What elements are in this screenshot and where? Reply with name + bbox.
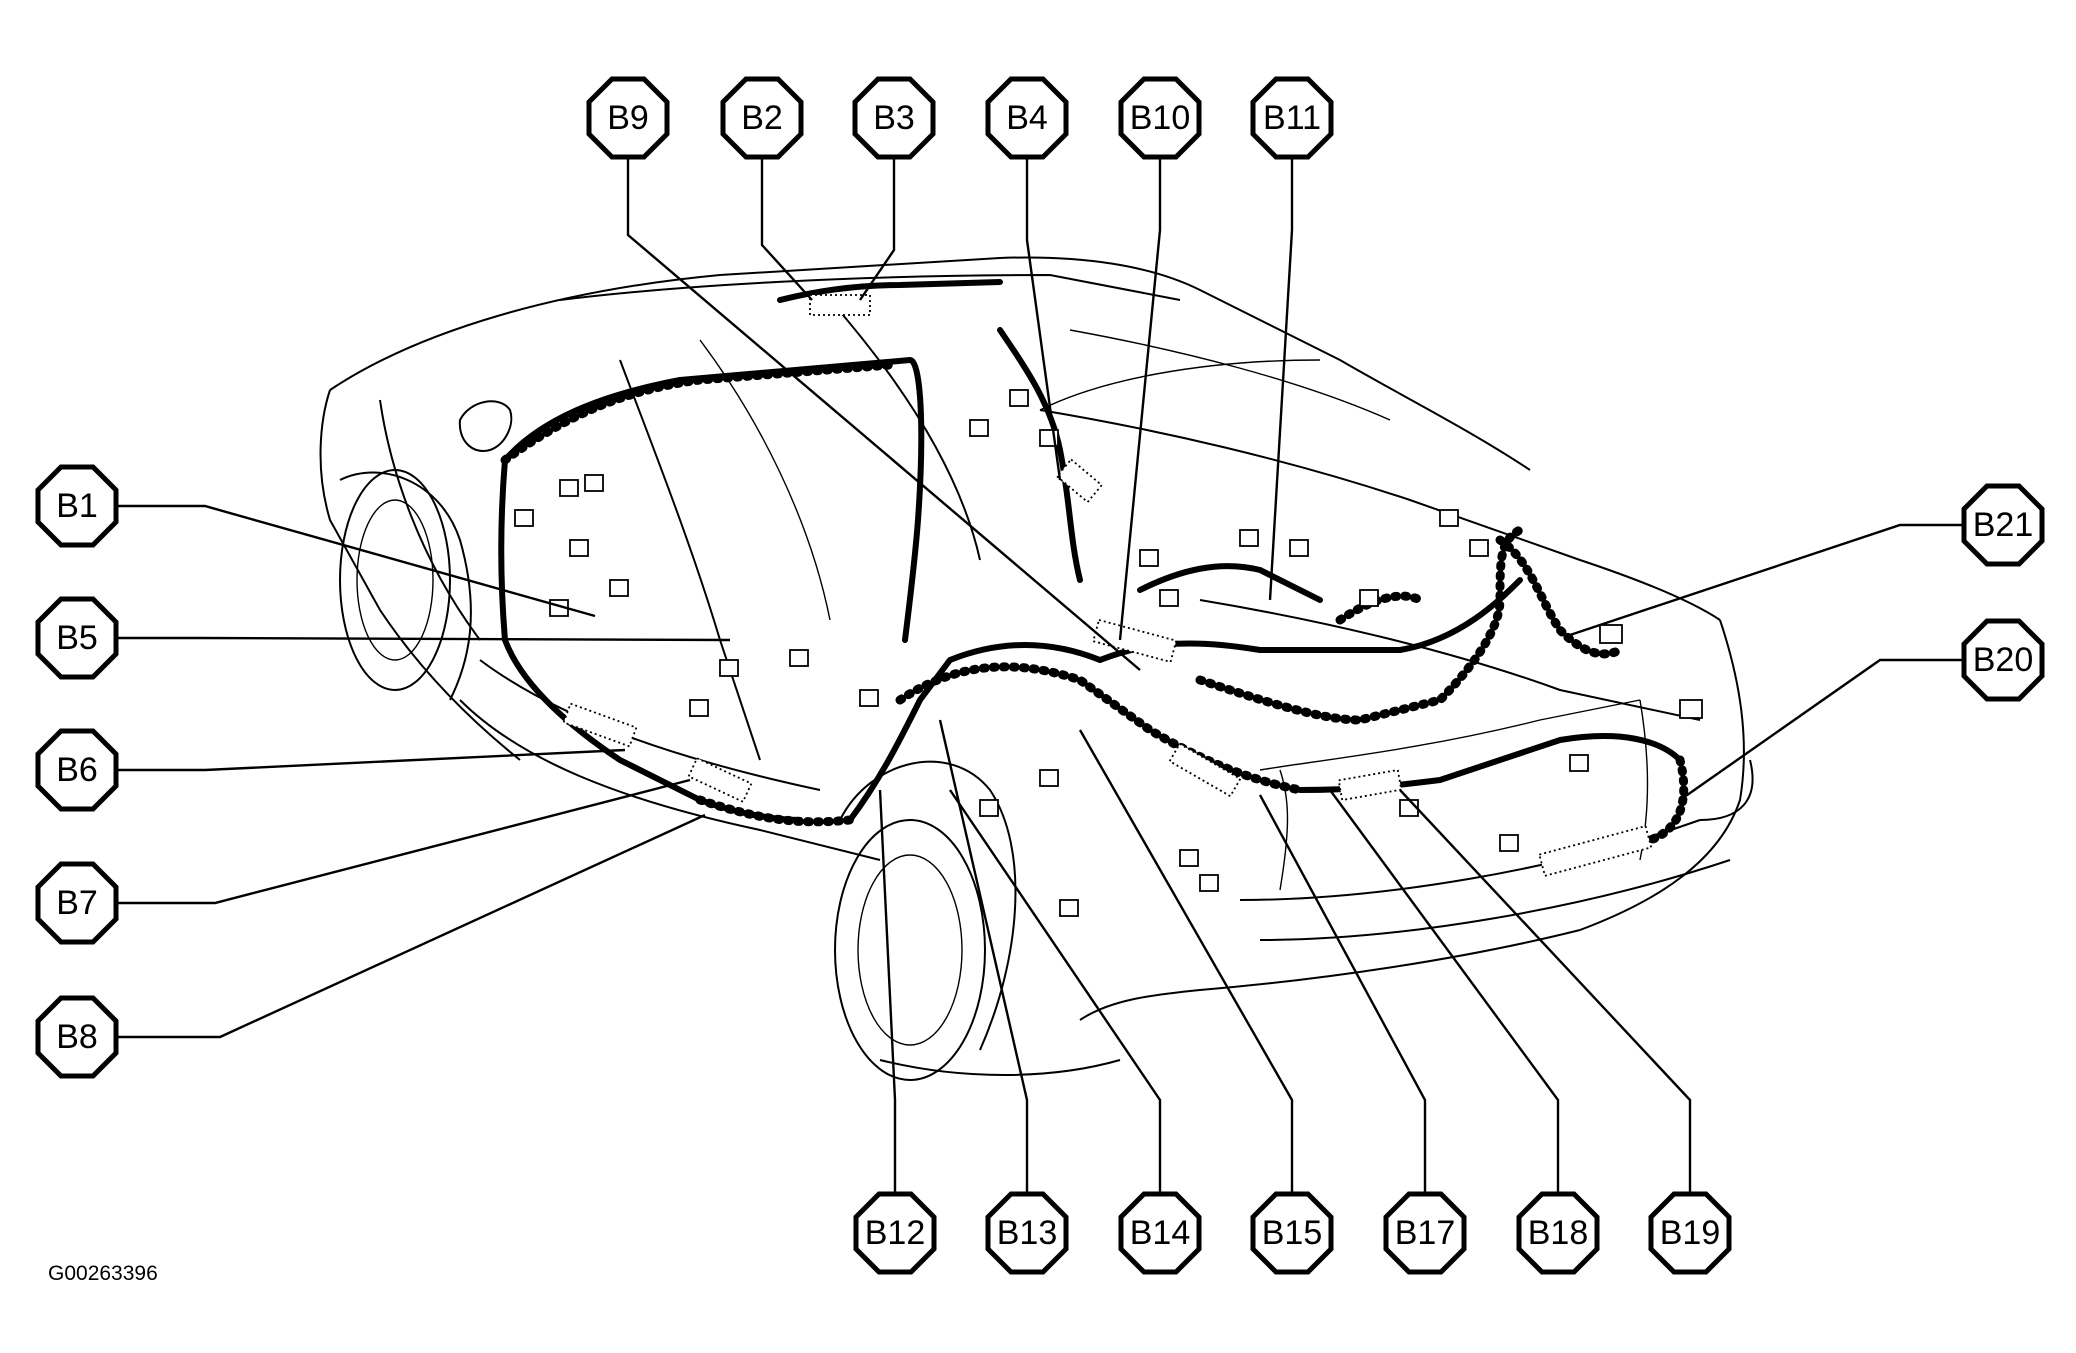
callout-b19: B19 xyxy=(1648,1191,1732,1275)
leader-b17 xyxy=(1258,794,1427,1200)
callout-b5: B5 xyxy=(35,596,119,680)
leader-b1 xyxy=(115,504,596,618)
callout-b6: B6 xyxy=(35,728,119,812)
leader-b9 xyxy=(626,155,1141,671)
wire-harness xyxy=(498,279,1689,865)
callout-b11: B11 xyxy=(1250,76,1334,160)
leader-b8 xyxy=(115,813,706,1039)
callout-b12: B12 xyxy=(853,1191,937,1275)
callout-b2: B2 xyxy=(720,76,804,160)
callout-b20: B20 xyxy=(1961,618,2045,702)
callout-label: B10 xyxy=(1130,99,1191,137)
leader-b10 xyxy=(1118,155,1162,641)
leader-b3 xyxy=(859,155,896,301)
leader-b7 xyxy=(115,778,691,905)
callout-label: B5 xyxy=(56,619,98,657)
callout-b3: B3 xyxy=(852,76,936,160)
callout-label: B3 xyxy=(873,99,915,137)
callout-b17: B17 xyxy=(1383,1191,1467,1275)
callout-label: B18 xyxy=(1528,1214,1589,1252)
callout-b21: B21 xyxy=(1961,483,2045,567)
leader-b18 xyxy=(1329,789,1560,1200)
callout-b14: B14 xyxy=(1118,1191,1202,1275)
callout-label: B21 xyxy=(1973,506,2034,544)
leader-b14 xyxy=(949,789,1162,1200)
callout-b7: B7 xyxy=(35,861,119,945)
leader-b6 xyxy=(115,748,626,772)
callout-label: B9 xyxy=(607,99,649,137)
leader-b20 xyxy=(1679,658,1965,801)
callout-b4: B4 xyxy=(985,76,1069,160)
callout-label: B13 xyxy=(997,1214,1058,1252)
leader-b21 xyxy=(1569,523,1965,637)
callout-label: B17 xyxy=(1395,1214,1456,1252)
leader-b4 xyxy=(1025,155,1062,481)
callout-b1: B1 xyxy=(35,464,119,548)
leader-lines xyxy=(115,155,1965,1200)
leader-b5 xyxy=(115,636,731,642)
callout-label: B14 xyxy=(1130,1214,1191,1252)
connectors xyxy=(514,294,1703,917)
callout-label: B12 xyxy=(865,1214,926,1252)
callout-label: B1 xyxy=(56,487,98,525)
figure-code: G00263396 xyxy=(48,1262,158,1285)
callout-label: B19 xyxy=(1660,1214,1721,1252)
callout-label: B20 xyxy=(1973,641,2034,679)
leader-b19 xyxy=(1399,789,1692,1200)
leader-b2 xyxy=(760,155,813,301)
callout-b13: B13 xyxy=(985,1191,1069,1275)
leader-b15 xyxy=(1078,729,1294,1200)
callout-label: B2 xyxy=(741,99,783,137)
callout-b9: B9 xyxy=(586,76,670,160)
callout-label: B6 xyxy=(56,751,98,789)
leader-b11 xyxy=(1268,155,1294,601)
callout-b15: B15 xyxy=(1250,1191,1334,1275)
callout-label: B7 xyxy=(56,884,98,922)
callout-b18: B18 xyxy=(1516,1191,1600,1275)
callout-label: B15 xyxy=(1262,1214,1323,1252)
callout-b10: B10 xyxy=(1118,76,1202,160)
callout-b8: B8 xyxy=(35,995,119,1079)
callout-label: B8 xyxy=(56,1018,98,1056)
callout-label: B4 xyxy=(1006,99,1048,137)
leader-b12 xyxy=(878,789,897,1200)
callout-label: B11 xyxy=(1263,99,1321,137)
leader-b13 xyxy=(938,719,1029,1200)
